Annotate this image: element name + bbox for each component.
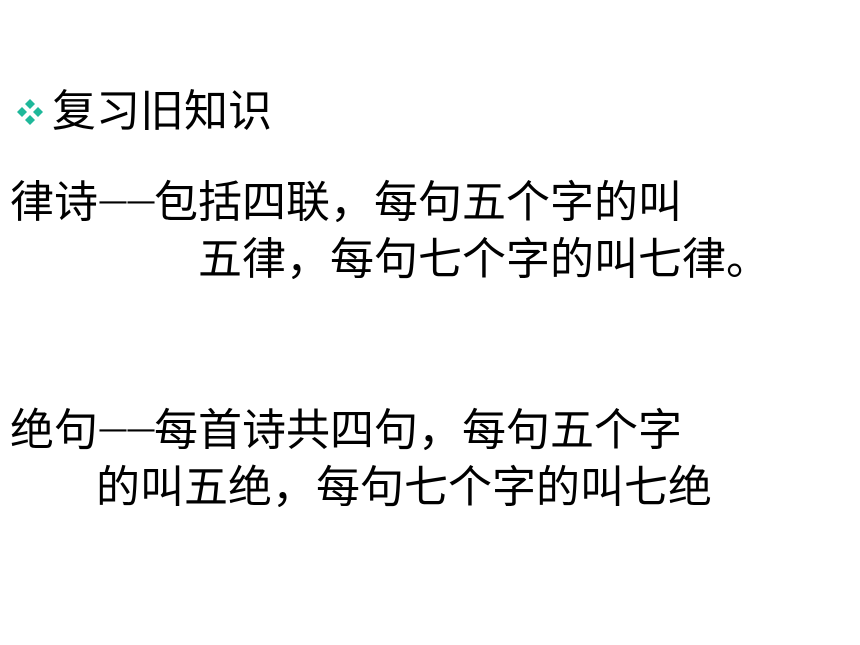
jueju-term: 绝句: [10, 405, 98, 456]
diamond-bullet-icon: [12, 94, 48, 130]
lvshi-definition-line-1: 律诗——包括四联，每句五个字的叫: [10, 176, 682, 229]
lvshi-term: 律诗: [10, 177, 98, 228]
heading-text: 复习旧知识: [52, 86, 272, 137]
jueju-dash: ——: [98, 412, 156, 447]
section-heading: 复习旧知识: [12, 86, 272, 138]
jueju-definition-line-1: 绝句——每首诗共四句，每句五个字: [10, 404, 682, 457]
lvshi-definition-line-2: 五律，每句七个字的叫七律。: [198, 234, 770, 285]
jueju-text-1: 每首诗共四句，每句五个字: [154, 405, 682, 456]
jueju-definition-line-2: 的叫五绝，每句七个字的叫七绝: [96, 462, 712, 513]
lvshi-text-1: 包括四联，每句五个字的叫: [154, 177, 682, 228]
lvshi-dash: ——: [98, 184, 156, 219]
